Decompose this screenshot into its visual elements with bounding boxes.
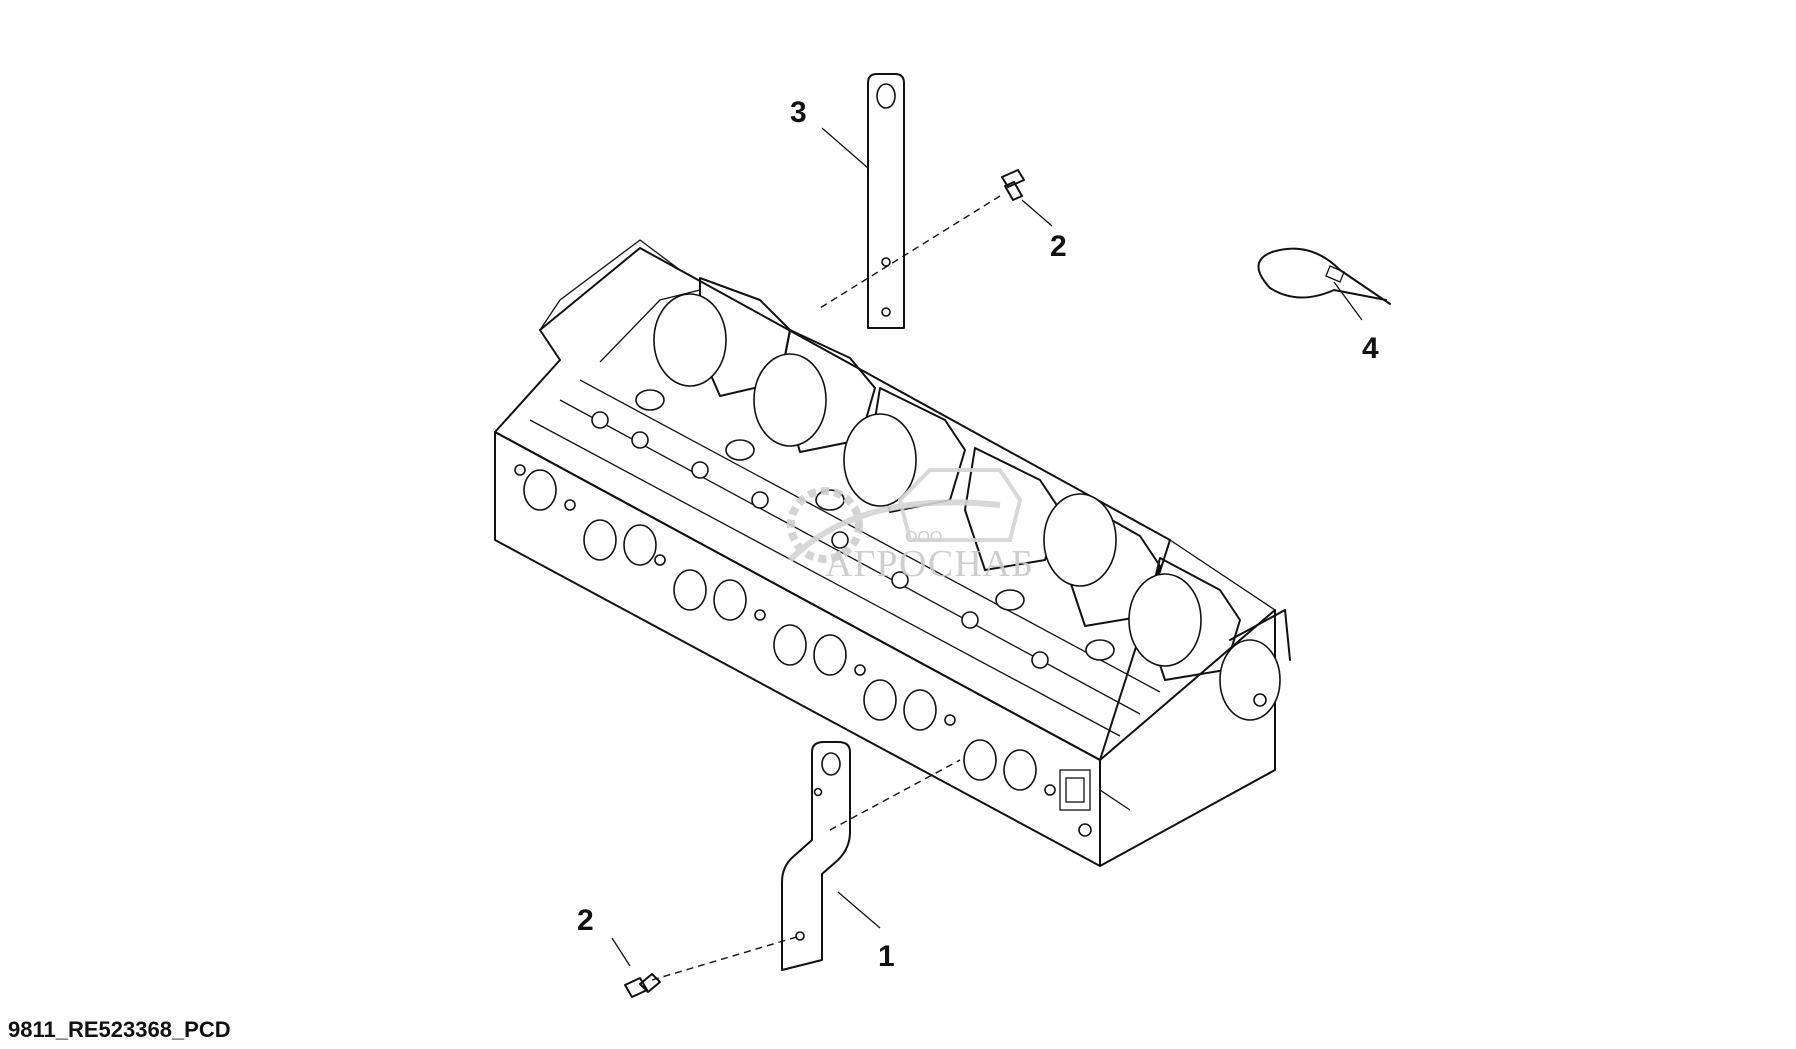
callout-3: 3 <box>790 96 807 129</box>
leader-line-1 <box>837 891 881 929</box>
assembly-line-bracket <box>829 759 961 831</box>
callout-2-top: 2 <box>1050 230 1067 263</box>
watermark-company-form: ООО <box>905 529 942 546</box>
cable-tie <box>1257 247 1391 305</box>
cap-screw-bottom <box>624 973 661 998</box>
watermark-logo: ООО АГРОСНАБ <box>787 468 1034 585</box>
assembly-line-top <box>819 195 1001 309</box>
leader-line-2-top <box>1021 199 1053 227</box>
watermark-company-name: АГРОСНАБ <box>825 543 1034 585</box>
callout-4: 4 <box>1362 332 1379 365</box>
cylinder-head <box>494 239 1291 867</box>
drawing-code: 9811_RE523368_PCD <box>8 1017 231 1042</box>
leader-line-3 <box>821 127 869 169</box>
cap-screw-top <box>1001 169 1025 201</box>
leader-line-4 <box>1333 281 1363 321</box>
lifting-bracket-offset <box>781 741 851 971</box>
callout-2-bottom: 2 <box>577 904 594 937</box>
lifting-bracket-straight <box>867 73 905 329</box>
assembly-line-bottom <box>651 935 801 981</box>
callout-1: 1 <box>878 940 895 973</box>
leader-line-2-bottom <box>611 937 631 967</box>
